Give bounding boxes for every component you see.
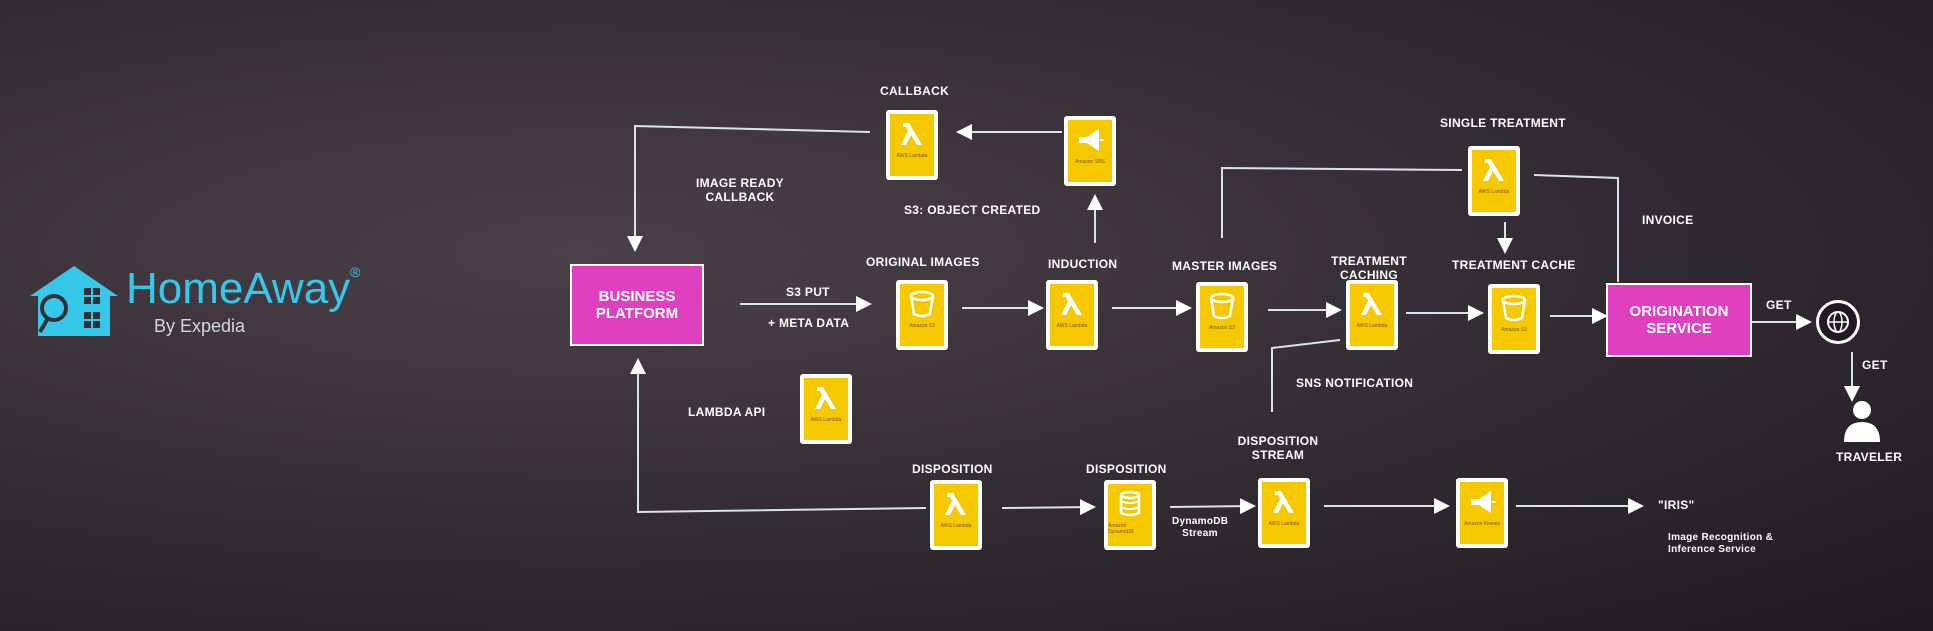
- lambda-api-icon: AWS Lambda: [800, 374, 852, 444]
- disposition-return-line: [630, 358, 927, 514]
- disposition-to-dynamo-line: [1001, 499, 1096, 516]
- house-icon: [30, 266, 118, 336]
- lambda-caption: AWS Lambda: [1056, 323, 1088, 329]
- treatment-caching-lambda-icon: AWS Lambda: [1346, 280, 1398, 350]
- treatment-cache-label: TREATMENT CACHE: [1452, 258, 1576, 272]
- logo-tagline: By Expedia: [154, 316, 246, 336]
- disposition-label-2: DISPOSITION: [1086, 462, 1167, 476]
- disposition-stream-lambda-icon: AWS Lambda: [1258, 478, 1310, 548]
- lambda-caption: AWS Lambda: [1478, 189, 1510, 195]
- sns-topic-icon: Amazon SNS: [1064, 116, 1116, 186]
- logo-wordmark: HomeAway: [126, 264, 351, 313]
- induction-lambda-icon: AWS Lambda: [1046, 280, 1098, 350]
- disposition-stream-label: DISPOSITION STREAM: [1237, 434, 1319, 462]
- dynamodb-caption: Amazon DynamoDB: [1108, 523, 1134, 535]
- image-ready-callback-label: IMAGE READY CALLBACK: [696, 176, 784, 204]
- dynamo-to-stream-line: [1169, 498, 1256, 515]
- lambda-caption: AWS Lambda: [896, 153, 928, 159]
- kinesis-caption: Amazon Kinesis: [1464, 521, 1500, 527]
- lambda-caption: AWS Lambda: [940, 523, 972, 529]
- master-to-single-treatment-line: [1221, 166, 1463, 238]
- s3-put-label: S3 PUT: [786, 285, 830, 299]
- get-label-1: GET: [1766, 298, 1792, 312]
- get-label-2: GET: [1862, 358, 1888, 372]
- lambda-caption: AWS Lambda: [1268, 521, 1300, 527]
- callback-lambda-icon: AWS Lambda: [886, 110, 938, 180]
- lambda-caption: AWS Lambda: [1356, 323, 1388, 329]
- globe-icon: [1816, 300, 1860, 344]
- original-images-label: ORIGINAL IMAGES: [866, 255, 980, 269]
- traveler-person-icon: [1844, 401, 1880, 442]
- treatment-caching-label: TREATMENT CACHING: [1331, 254, 1407, 282]
- single-treatment-to-origination-line: [1533, 174, 1619, 282]
- logo-name: HomeAway®: [126, 264, 361, 314]
- disposition-lambda-icon: AWS Lambda: [930, 480, 982, 550]
- s3-caption: Amazon S3: [909, 323, 935, 329]
- sns-notification-line: [1271, 339, 1341, 412]
- master-images-label: MASTER IMAGES: [1172, 259, 1278, 273]
- sns-notification-label: SNS NOTIFICATION: [1296, 376, 1414, 390]
- master-images-bucket-icon: Amazon S3: [1196, 282, 1248, 352]
- induction-label: INDUCTION: [1048, 257, 1118, 271]
- lambda-api-label: LAMBDA API: [688, 405, 766, 419]
- iris-description-label: Image Recognition & Inference Service: [1668, 532, 1774, 555]
- original-images-bucket-icon: Amazon S3: [896, 280, 948, 350]
- callback-line: [627, 124, 871, 252]
- traveler-label: TRAVELER: [1836, 450, 1903, 464]
- lambda-caption: AWS Lambda: [810, 417, 842, 423]
- single-treatment-lambda-icon: AWS Lambda: [1468, 146, 1520, 216]
- meta-data-label: + META DATA: [768, 316, 850, 330]
- disposition-label-1: DISPOSITION: [912, 462, 993, 476]
- business-platform-box: BUSINESS PLATFORM: [570, 264, 704, 346]
- single-treatment-label: SINGLE TREATMENT: [1440, 116, 1566, 130]
- logo-trademark: ®: [350, 264, 361, 280]
- dynamodb-stream-label: DynamoDB Stream: [1172, 516, 1229, 539]
- treatment-cache-bucket-icon: Amazon S3: [1488, 284, 1540, 354]
- iris-label: "IRIS": [1658, 498, 1695, 512]
- homeaway-logo: HomeAway® By Expedia: [26, 262, 466, 342]
- callback-label: CALLBACK: [880, 84, 950, 98]
- iris-stream-icon: Amazon Kinesis: [1456, 478, 1508, 548]
- s3-caption: Amazon S3: [1209, 325, 1235, 331]
- origination-service-box: ORIGINATION SERVICE: [1606, 283, 1752, 357]
- invoice-label: INVOICE: [1642, 213, 1694, 227]
- sns-caption: Amazon SNS: [1074, 159, 1105, 165]
- s3-object-created-label: S3: OBJECT CREATED: [904, 203, 1041, 217]
- disposition-dynamodb-icon: Amazon DynamoDB: [1104, 480, 1156, 550]
- s3-caption: Amazon S3: [1501, 327, 1527, 333]
